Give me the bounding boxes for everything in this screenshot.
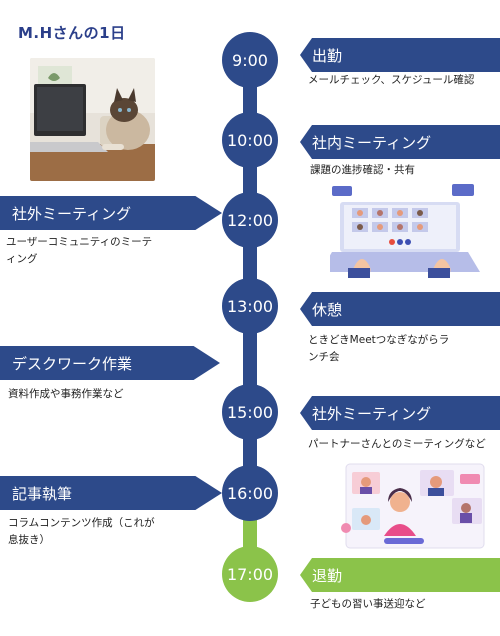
time-circle-1600: 16:00 [222, 465, 278, 521]
cat-laptop-photo [30, 58, 155, 181]
time-circle-0900: 9:00 [222, 32, 278, 88]
event-label-arrival: 出勤 [300, 38, 500, 72]
time-circle-1700: 17:00 [222, 546, 278, 602]
time-circle-1200: 12:00 [222, 192, 278, 248]
event-note-internal-meeting: 課題の進捗確認・共有 [310, 164, 415, 176]
partner-video-call-illustration [340, 458, 490, 553]
event-label-internal-meeting: 社内ミーティング [300, 125, 500, 159]
video-meeting-illustration [320, 182, 480, 284]
event-label-external-meeting-2: 社外ミーティング [300, 396, 500, 430]
event-label-external-meeting-1: 社外ミーティング [0, 196, 222, 230]
event-note-external-meeting-2: パートナーさんとのミーティングなど [308, 438, 486, 450]
time-circle-1300: 13:00 [222, 278, 278, 334]
page-title: M.Hさんの1日 [18, 24, 126, 42]
event-note-leave: 子どもの習い事送迎など [310, 598, 426, 610]
time-circle-1500: 15:00 [222, 384, 278, 440]
event-label-leave: 退勤 [300, 558, 500, 592]
event-note-arrival: メールチェック、スケジュール確認 [308, 74, 475, 86]
event-note-break: ときどきMeetつなぎながらランチ会 [308, 334, 450, 363]
event-label-desk-work: デスクワーク作業 [0, 346, 220, 380]
event-note-desk-work: 資料作成や事務作業など [8, 388, 124, 400]
event-label-break: 休憩 [300, 292, 500, 326]
time-circle-1000: 10:00 [222, 112, 278, 168]
event-note-external-meeting-1: ユーザーコミュニティのミーティング [6, 236, 153, 265]
event-label-writing: 記事執筆 [0, 476, 222, 510]
event-note-writing: コラムコンテンツ作成（これが息抜き） [8, 517, 155, 546]
